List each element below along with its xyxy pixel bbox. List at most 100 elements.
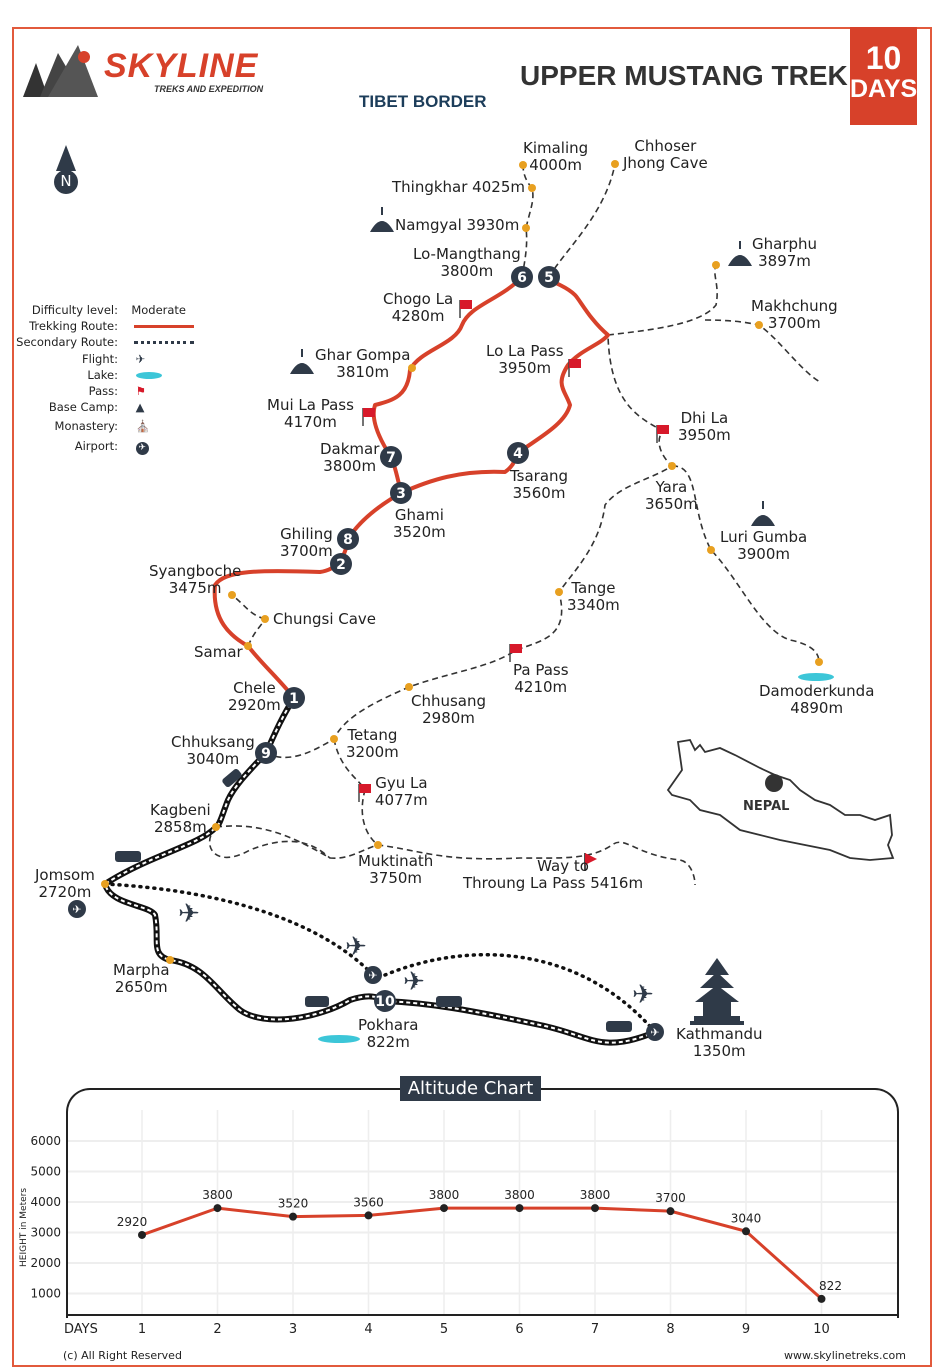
legend-airport: Airport: ✈ (14, 438, 194, 455)
north-arrow-icon (54, 145, 78, 194)
trekking-route-swatch (133, 325, 194, 329)
svg-text:7: 7 (386, 450, 396, 466)
tibet-border-label: TIBET BORDER (359, 92, 487, 111)
data-label: 3040 (731, 1211, 762, 1225)
mountain-logo-icon (23, 45, 98, 97)
nepal-label: NEPAL (743, 799, 790, 814)
days-badge: 10 DAYS (850, 27, 917, 125)
flag-icon (568, 359, 581, 377)
svg-text:✈: ✈ (650, 1026, 659, 1039)
chart-title: Altitude Chart (400, 1076, 541, 1101)
svg-text:✈: ✈ (72, 903, 81, 916)
legend-difficulty: Difficulty level: Moderate (31, 303, 187, 317)
secondary-route-swatch (133, 341, 194, 345)
altitude-line (141, 1206, 823, 1301)
data-point (666, 1207, 675, 1216)
flag-icon (656, 425, 669, 443)
place-namgyal: Namgyal 3930m (395, 216, 520, 234)
x-tick-label: 8 (666, 1322, 674, 1337)
day-markers: 1 2 3 4 5 6 7 8 9 10 (255, 266, 560, 1012)
y-tick-label: 5000 (30, 1165, 61, 1179)
x-tick-label: 10 (813, 1322, 830, 1337)
nepal-map-outline (666, 739, 895, 861)
north-compass: N (52, 145, 80, 197)
airplane-icon: ✈ (178, 899, 200, 929)
pass-flags (358, 300, 669, 871)
flag-icon (362, 408, 375, 426)
day-marker-8: 8 (337, 528, 359, 550)
monastery-icon (370, 207, 394, 232)
data-label: 3800 (580, 1188, 611, 1202)
jeep-icon (305, 996, 329, 1007)
flag-icon (459, 300, 472, 318)
day-marker-2: 2 (330, 553, 352, 575)
lake-icon (798, 673, 834, 681)
place-samar: Samar (194, 643, 243, 661)
legend-trekking-route: Trekking Route: (14, 318, 194, 334)
legend: Difficulty level: Moderate Trekking Rout… (14, 302, 194, 455)
data-point (742, 1227, 750, 1236)
svg-text:9: 9 (261, 746, 271, 762)
svg-text:1: 1 (289, 691, 299, 707)
svg-text:5: 5 (544, 270, 554, 286)
legend-monastery: Monastery: ⛪ (54, 419, 150, 434)
data-point (817, 1294, 826, 1303)
monastery-icons (290, 207, 775, 526)
place-thingkhar: Thingkhar 4025m (392, 178, 525, 196)
legend-flight: Flight: ✈ (82, 351, 146, 366)
x-tick-label: 1 (138, 1322, 146, 1337)
flag-icon (509, 644, 522, 662)
airplane-icon: ✈ (403, 967, 425, 997)
route-map: 1 2 3 4 5 6 7 8 9 10 ✈ ✈ ✈ ✈ ✈ ✈ (68, 160, 895, 1046)
airport-icon: ✈ (646, 1023, 664, 1041)
data-point (440, 1204, 448, 1213)
x-axis-label: DAYS (64, 1322, 98, 1337)
day-marker-7: 7 (380, 446, 402, 468)
copyright: (c) All Right Reserved (63, 1349, 182, 1362)
x-tick-label: 2 (213, 1322, 221, 1337)
data-point (138, 1230, 146, 1239)
airplane-icon: ✈ (345, 932, 367, 962)
day-marker-6: 6 (511, 266, 533, 288)
day-marker-5: 5 (538, 266, 560, 288)
bus-icon (436, 996, 462, 1007)
day-marker-4: 4 (507, 442, 529, 464)
svg-text:10: 10 (375, 994, 395, 1010)
monastery-icon (290, 349, 314, 374)
airplane-icon: ✈ (632, 980, 654, 1010)
x-tick-label: 5 (440, 1322, 448, 1337)
data-label: 3560 (353, 1195, 384, 1209)
airport-icon: ✈ (364, 966, 382, 984)
data-label: 3520 (278, 1197, 309, 1211)
jeep-icon (222, 768, 242, 788)
monastery-icon (751, 501, 775, 526)
legend-lake: Lake: (14, 367, 194, 383)
y-tick-label: 3000 (30, 1226, 61, 1240)
y-tick-label: 1000 (30, 1287, 61, 1301)
airport-icon: ✈ (68, 900, 86, 918)
data-point (213, 1204, 222, 1213)
page-title: UPPER MUSTANG TREK (520, 60, 848, 91)
x-tick-label: 6 (515, 1322, 523, 1337)
monastery-icon: ⛪ (135, 419, 150, 434)
legend-secondary-route: Secondary Route: (14, 334, 194, 350)
